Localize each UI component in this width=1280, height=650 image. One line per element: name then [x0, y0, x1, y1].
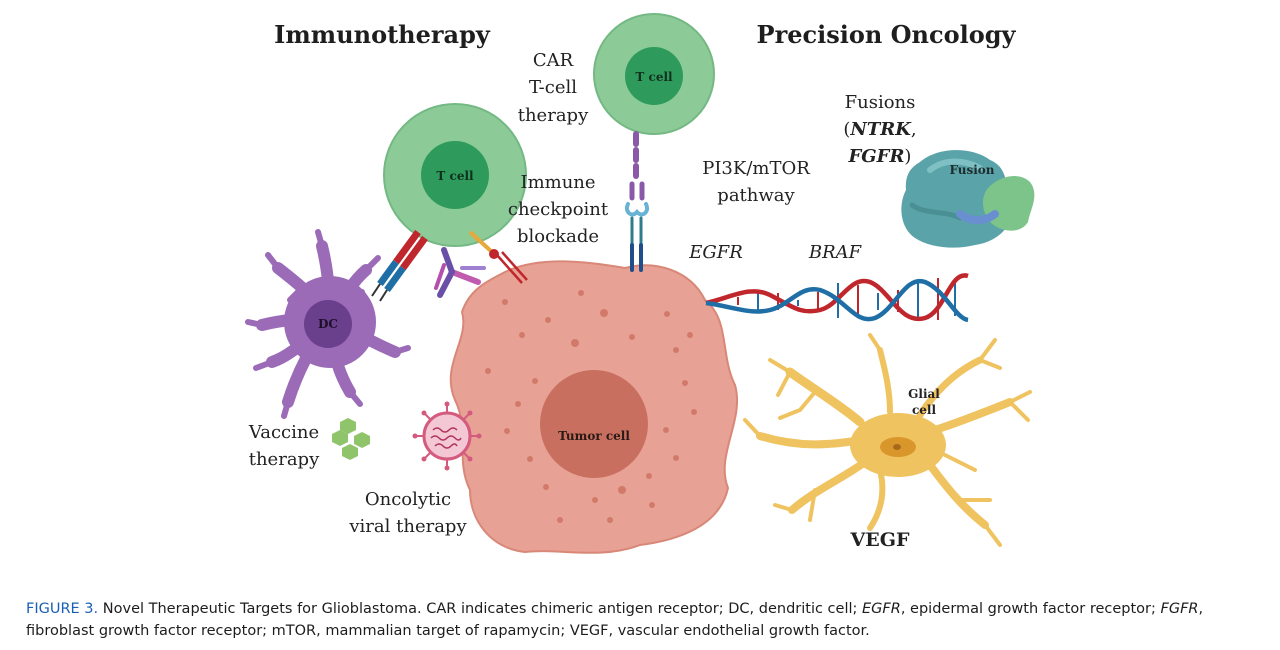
t-cell-label: T cell — [436, 169, 474, 183]
dc-label: DC — [318, 317, 338, 331]
caption-text-2: , epidermal growth factor receptor; — [900, 601, 1161, 617]
tumor-cell-icon: Tumor cell — [449, 260, 738, 554]
caption-lead: FIGURE 3. — [26, 601, 99, 617]
fusions-ntrk: NTRK — [849, 119, 912, 140]
fusions-fgfr: FGFR — [848, 146, 905, 167]
car-receptor-icon — [625, 131, 649, 272]
immunotherapy-heading: Immunotherapy — [274, 20, 491, 49]
car-t-cell-icon: T cell — [593, 13, 715, 135]
vaccine-label-line2: therapy — [249, 449, 320, 470]
precision-oncology-heading: Precision Oncology — [757, 20, 1017, 49]
car-label-line1: CAR — [533, 50, 574, 71]
fusion-protein-icon: Fusion — [901, 150, 1035, 248]
braf-label: BRAF — [808, 242, 863, 263]
immune-label-line1: Immune — [520, 172, 595, 193]
oncolytic-label-line1: Oncolytic — [365, 489, 451, 510]
figure-caption: FIGURE 3. Novel Therapeutic Targets for … — [26, 598, 1266, 642]
t-cell-icon: T cell — [383, 103, 527, 247]
oncolytic-label-line2: viral therapy — [348, 516, 467, 537]
antibody-icon — [434, 247, 486, 298]
fusions-open-paren: ( — [843, 119, 850, 140]
immune-label-line3: blockade — [517, 226, 599, 247]
vegf-label: VEGF — [850, 529, 910, 551]
caption-text-3: , fibroblast growth factor receptor; mTO… — [26, 601, 1204, 639]
glial-cell-icon — [743, 333, 1032, 547]
dna-helix-icon — [705, 273, 969, 323]
car-label-line3: therapy — [518, 105, 589, 126]
tumor-cell-label: Tumor cell — [558, 429, 630, 443]
caption-fgfr: FGFR — [1160, 601, 1199, 617]
car-t-cell-label: T cell — [635, 70, 673, 84]
caption-text-1: Novel Therapeutic Targets for Glioblasto… — [98, 601, 862, 617]
fusions-label-line2: (NTRK, — [843, 119, 916, 140]
glial-cell-label-line2: cell — [912, 403, 937, 417]
fusions-comma: , — [911, 119, 917, 140]
fusions-label-line1: Fusions — [845, 92, 916, 113]
receptor-icon — [371, 229, 428, 302]
vaccine-particle-icon — [332, 418, 370, 460]
caption-egfr: EGFR — [862, 601, 901, 617]
pi3k-label-line2: pathway — [717, 185, 795, 206]
egfr-label: EGFR — [688, 242, 743, 263]
checkpoint-receptor-icon — [468, 230, 528, 284]
dendritic-cell-icon: DC — [245, 229, 411, 419]
fusions-label-line3: FGFR) — [848, 146, 912, 167]
vaccine-label-line1: Vaccine — [248, 422, 319, 443]
virus-icon — [412, 401, 482, 471]
pi3k-label-line1: PI3K/mTOR — [702, 158, 810, 179]
immune-label-line2: checkpoint — [508, 199, 609, 220]
fusion-label: Fusion — [949, 163, 994, 177]
glial-cell-label-line1: Glial — [908, 387, 940, 401]
car-label-line2: T-cell — [529, 77, 577, 98]
fusions-close-paren: ) — [904, 146, 911, 167]
